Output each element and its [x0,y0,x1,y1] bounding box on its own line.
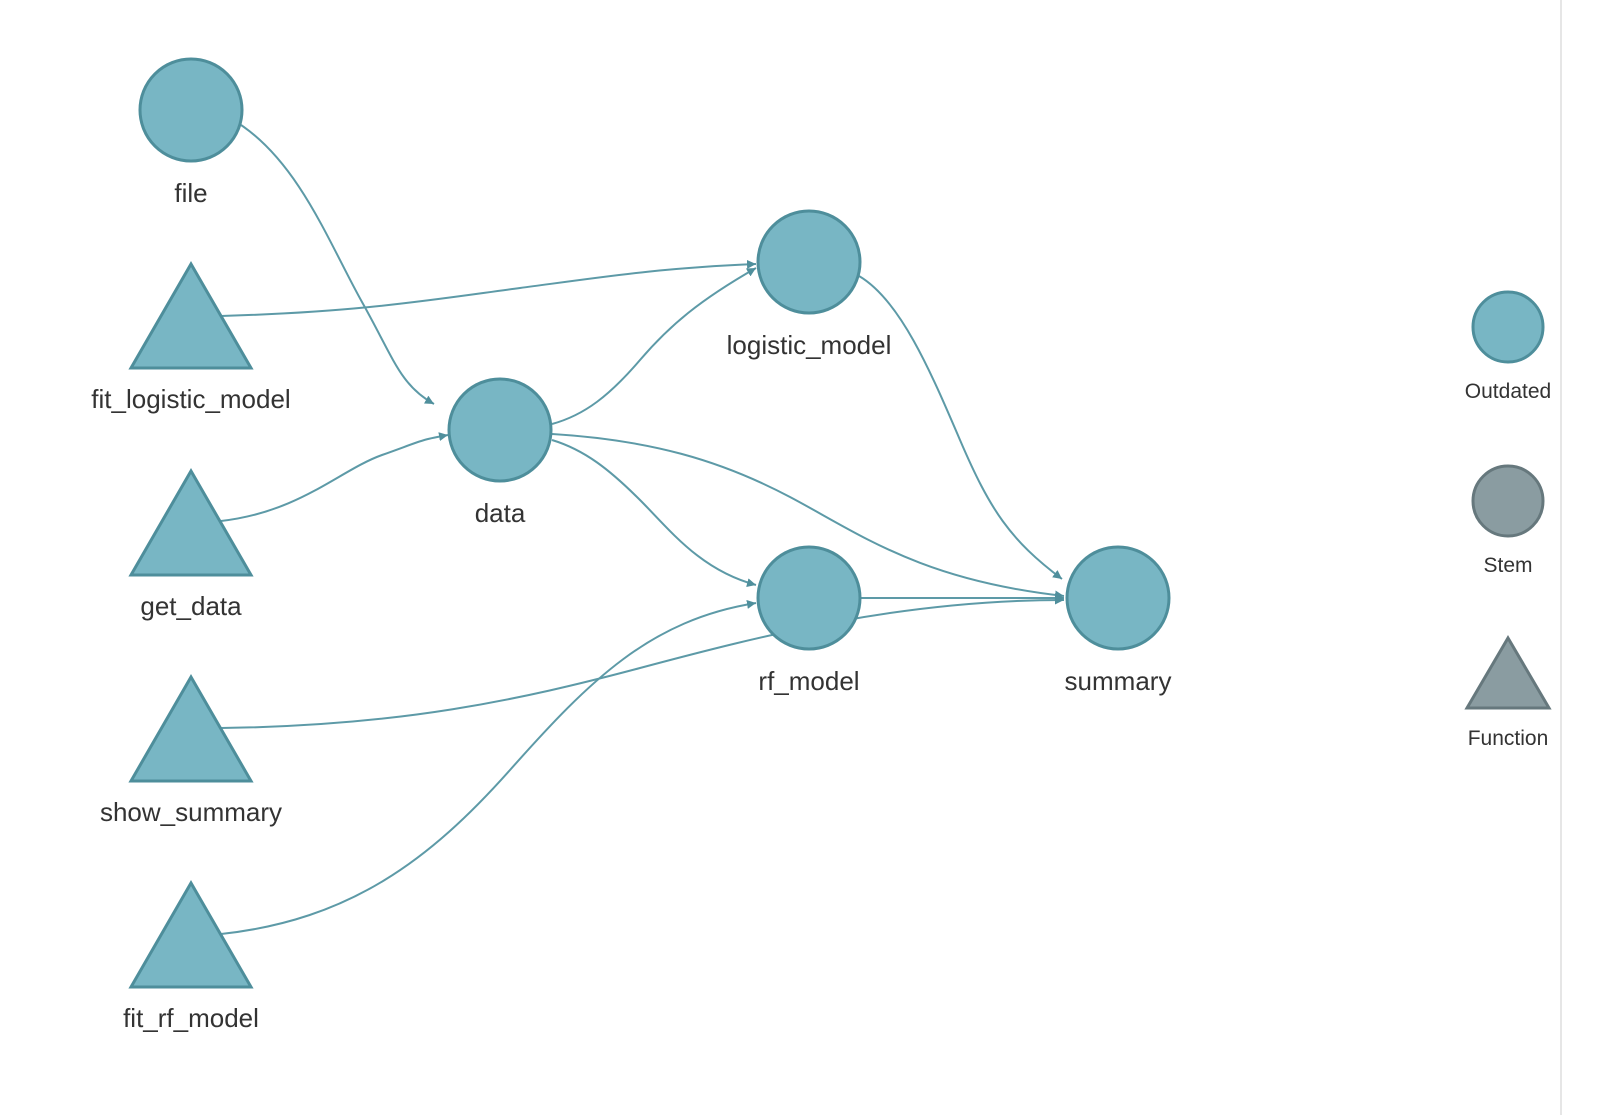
edge-file-to-data [240,124,435,405]
legend-function-icon [1464,635,1552,710]
node-label-summary: summary [1065,666,1172,696]
edge-data-to-rf_model [551,439,757,588]
node-triangle-fit_rf_model[interactable] [128,879,254,989]
node-label-rf_model: rf_model [758,666,859,696]
panel-right-border [1560,0,1562,1115]
node-triangle-fit_logistic_model[interactable] [128,260,254,370]
edges-layer [220,124,1065,935]
legend-outdated-icon [1471,290,1545,364]
edge-logistic_model-to-summary [858,275,1063,580]
node-fit_logistic_model[interactable]: fit_logistic_model [91,260,291,414]
node-circle-file[interactable] [138,57,244,163]
node-triangle-show_summary[interactable] [128,673,254,783]
node-get_data[interactable]: get_data [128,467,254,621]
node-show_summary[interactable]: show_summary [100,673,282,827]
node-circle-summary[interactable] [1065,545,1171,651]
node-rf_model[interactable]: rf_model [756,545,862,696]
node-triangle-get_data[interactable] [128,467,254,577]
legend-label-function: Function [1468,727,1549,750]
node-circle-rf_model[interactable] [756,545,862,651]
node-circle-data[interactable] [447,377,553,483]
node-label-show_summary: show_summary [100,797,282,827]
nodes-layer: file fit_logistic_model get_data show_summa… [91,57,1172,1033]
node-summary[interactable]: summary [1065,545,1172,696]
edge-data-to-logistic_model [551,267,757,425]
legend-item-function: Function [1464,635,1552,750]
node-logistic_model[interactable]: logistic_model [727,209,892,360]
node-label-fit_rf_model: fit_rf_model [123,1003,259,1033]
edge-fit_rf_model-to-rf_model [220,599,757,935]
legend-item-stem: Stem [1471,464,1545,577]
edge-show_summary-to-summary [220,595,1065,729]
node-label-get_data: get_data [140,591,242,621]
node-label-file: file [174,178,207,208]
node-file[interactable]: file [138,57,244,208]
legend-stem-icon [1471,464,1545,538]
node-circle-logistic_model[interactable] [756,209,862,315]
edge-get_data-to-data [220,432,449,522]
node-label-fit_logistic_model: fit_logistic_model [91,384,290,414]
legend-label-stem: Stem [1483,554,1532,577]
node-fit_rf_model[interactable]: fit_rf_model [123,879,259,1033]
node-label-logistic_model: logistic_model [727,330,892,360]
node-label-data: data [475,498,526,528]
legend-item-outdated: Outdated [1465,290,1551,403]
node-data[interactable]: data [447,377,553,528]
edge-fit_logistic_model-to-logistic_model [220,259,757,317]
legend-label-outdated: Outdated [1465,380,1551,403]
edge-data-to-summary [551,433,1065,600]
